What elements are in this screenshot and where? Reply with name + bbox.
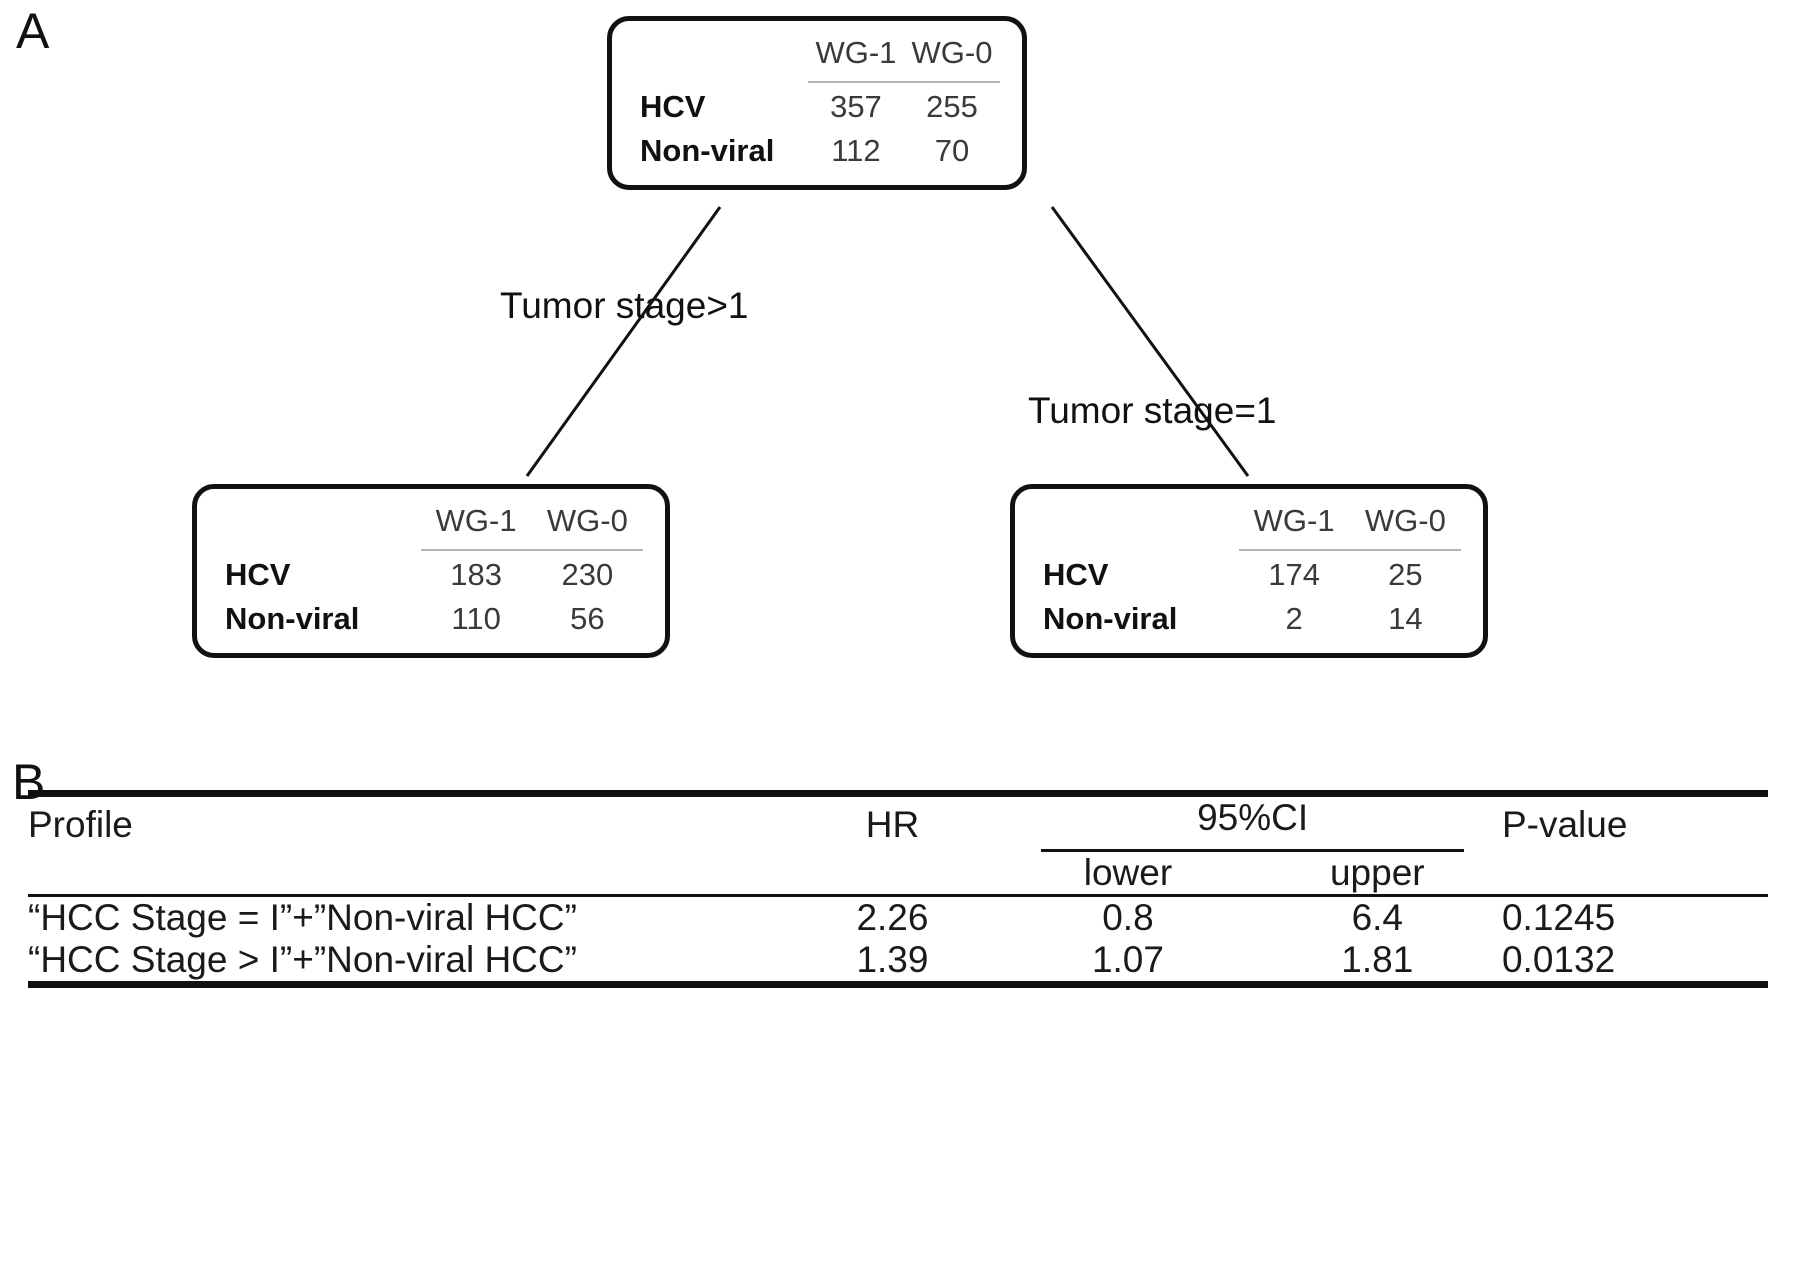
table-bottom-rule (28, 981, 1768, 991)
table-row: Non-viral 2 14 (1037, 595, 1461, 639)
cell-ci-lower: 1.07 (1091, 939, 1164, 980)
cell-non-viral-wg1: 110 (451, 601, 501, 636)
cell-ci-upper: 1.81 (1341, 939, 1414, 980)
cell-non-viral-wg0: 56 (570, 601, 605, 636)
edge-label-tumor-stage-eq-1: Tumor stage=1 (1028, 390, 1277, 431)
panel-b-label: B (12, 754, 46, 810)
statistics-table: Profile HR 95%CI P-value lower upper “HC… (28, 790, 1768, 991)
edge-root-to-left (525, 206, 722, 477)
table-row: Non-viral 110 56 (219, 595, 643, 639)
column-header-wg0: WG-0 (903, 33, 1000, 83)
row-label-hcv: HCV (1043, 556, 1109, 592)
table-header-row: WG-1 WG-0 (634, 33, 1000, 83)
row-label-non-viral: Non-viral (225, 601, 360, 636)
cell-profile: “HCC Stage > I”+”Non-viral HCC” (28, 939, 577, 980)
cell-ci-lower: 0.8 (1102, 897, 1154, 938)
cell-non-viral-wg0: 70 (934, 133, 970, 168)
cell-hcv-wg0: 230 (561, 557, 614, 592)
cell-profile: “HCC Stage = I”+”Non-viral HCC” (28, 897, 577, 938)
table-row: “HCC Stage > I”+”Non-viral HCC” 1.39 1.0… (28, 939, 1768, 985)
column-header-wg0: WG-0 (1349, 501, 1461, 551)
cell-hcv-wg0: 25 (1388, 557, 1423, 592)
table-row: HCV 174 25 (1037, 550, 1461, 595)
column-header-wg0: WG-0 (531, 501, 643, 551)
cell-hcv-wg1: 183 (450, 557, 502, 592)
column-header-wg1: WG-1 (420, 501, 532, 551)
subheader-blank-profile (28, 852, 782, 896)
subheader-lower: lower (1083, 852, 1173, 893)
contingency-table-root: WG-1 WG-0 HCV 357 255 Non-viral 112 70 (634, 33, 1000, 171)
cell-hr: 1.39 (856, 939, 929, 980)
header-ci-text: 95%CI (1041, 797, 1464, 852)
cell-non-viral-wg1: 112 (831, 133, 881, 168)
table-row: HCV 183 230 (219, 550, 643, 595)
subheader-upper: upper (1329, 852, 1425, 893)
table-row: HCV 357 255 (634, 82, 1000, 127)
corner-cell (219, 501, 421, 550)
table-mid-rule (28, 894, 1768, 898)
table-row: Non-viral 112 70 (634, 127, 1000, 171)
header-p-value: P-value (1501, 803, 1628, 845)
cell-p-value: 0.1245 (1501, 897, 1616, 938)
panel-b-statistics: Profile HR 95%CI P-value lower upper “HC… (28, 790, 1768, 991)
header-profile: Profile (28, 803, 133, 845)
header-ci: 95%CI (1003, 797, 1502, 852)
contingency-table-left: WG-1 WG-0 HCV 183 230 Non-viral 110 56 (219, 501, 643, 639)
cell-hcv-wg1: 357 (830, 89, 882, 124)
row-label-hcv: HCV (225, 556, 291, 592)
subheader-blank-hr (782, 852, 1004, 896)
cell-hcv-wg1: 174 (1268, 557, 1320, 592)
cell-non-viral-wg1: 2 (1285, 601, 1303, 636)
table-row: “HCC Stage = I”+”Non-viral HCC” 2.26 0.8… (28, 897, 1768, 939)
tree-node-left: WG-1 WG-0 HCV 183 230 Non-viral 110 56 (192, 484, 670, 658)
row-label-non-viral: Non-viral (640, 133, 775, 168)
header-hr: HR (865, 803, 920, 845)
column-header-wg1: WG-1 (1238, 501, 1350, 551)
table-subheader-row: lower upper (28, 852, 1768, 896)
cell-hr: 2.26 (856, 897, 929, 938)
table-header-row: Profile HR 95%CI P-value (28, 797, 1768, 852)
panel-a-label: A (16, 3, 50, 59)
tree-node-root: WG-1 WG-0 HCV 357 255 Non-viral 112 70 (607, 16, 1027, 190)
corner-cell (1037, 501, 1239, 550)
panel-a-decision-tree: A Tumor stage>1 Tumor stage=1 WG-1 WG-0 … (16, 3, 1488, 658)
column-header-wg1: WG-1 (807, 33, 904, 83)
cell-ci-upper: 6.4 (1351, 897, 1404, 938)
subheader-blank-p (1502, 852, 1768, 896)
table-header-row: WG-1 WG-0 (219, 501, 643, 551)
corner-cell (634, 33, 808, 82)
cell-non-viral-wg0: 14 (1388, 601, 1423, 636)
contingency-table-right: WG-1 WG-0 HCV 174 25 Non-viral 2 14 (1037, 501, 1461, 639)
table-top-rule (28, 790, 1768, 800)
edge-root-to-right (1050, 206, 1250, 477)
row-label-hcv: HCV (640, 88, 706, 124)
table-header-row: WG-1 WG-0 (1037, 501, 1461, 551)
edge-label-tumor-stage-gt-1: Tumor stage>1 (500, 285, 749, 326)
row-label-non-viral: Non-viral (1043, 601, 1178, 636)
cell-p-value: 0.0132 (1501, 939, 1616, 980)
cell-hcv-wg0: 255 (926, 89, 978, 124)
tree-node-right: WG-1 WG-0 HCV 174 25 Non-viral 2 14 (1010, 484, 1488, 658)
